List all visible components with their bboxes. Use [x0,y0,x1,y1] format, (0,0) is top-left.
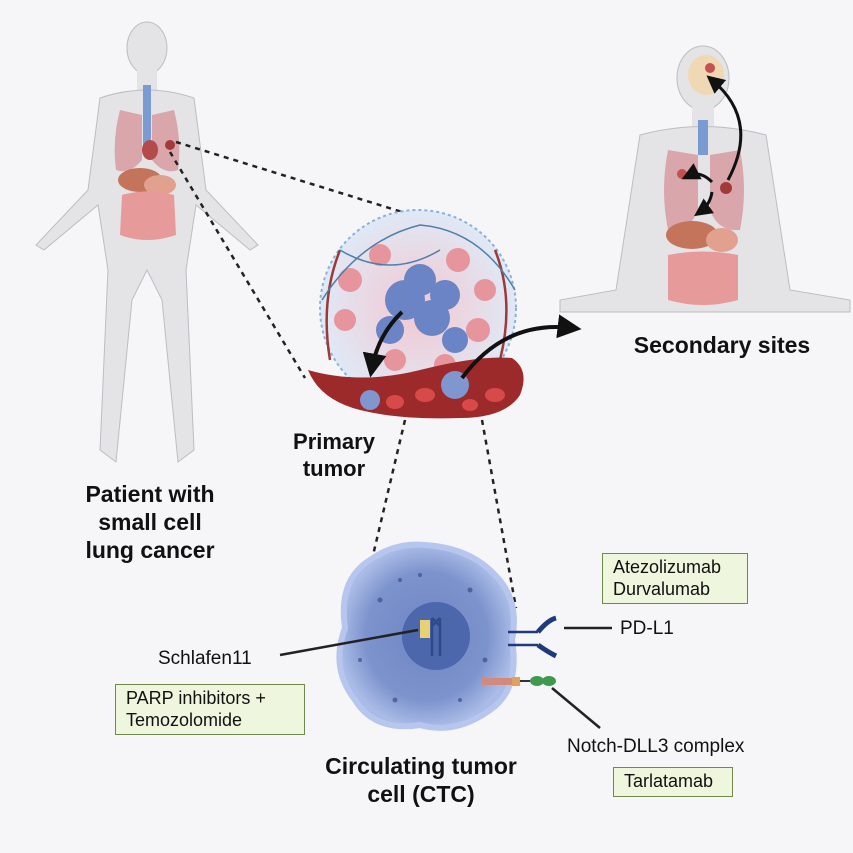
drug-temozolomide: Temozolomide [126,709,243,730]
dna-strand [430,617,442,656]
ctc-cell [336,541,517,731]
pdl1-drug-box: Atezolizumab Durvalumab [602,553,748,605]
schlafen11-protein [420,620,430,638]
schlafen11-label: Schlafen11 [158,648,252,669]
ctc-nucleus [402,602,470,670]
notch-dll3-complex-graphic [482,676,556,686]
primary-tumor-label: Primary tumor [293,429,375,481]
patient-label: Patient with small cell lung cancer [85,481,215,564]
dissemination-arrow [460,314,582,380]
primary-tumor-illustration [308,209,582,419]
ctc-label: Circulating tumor cell (CTC) [325,753,517,808]
notch-drug-box: Tarlatamab [613,767,733,797]
label-leader-lines [279,626,612,729]
drug-tarlatamab: Tarlatamab [624,771,714,791]
secondary-sites-label: Secondary sites [633,332,811,358]
notch-dll3-label: Notch-DLL3 complex [567,736,745,757]
metastasis-arrows [681,75,743,217]
drug-parp-inhibitors: PARP inhibitors + [126,688,266,708]
zoom-lines [168,140,518,609]
pdl1-receptor [508,615,558,659]
pdl1-label: PD-L1 [620,618,674,639]
drug-durvalumab: Durvalumab [613,578,711,599]
primary-lung-lesion [165,140,175,150]
drug-atezolizumab: Atezolizumab [613,557,722,577]
secondary-sites-body [559,45,851,313]
brain-metastasis [705,63,715,73]
patient-body [35,21,259,463]
patient-organs [114,85,180,240]
schlafen-drug-box: PARP inhibitors + Temozolomide [115,684,305,736]
